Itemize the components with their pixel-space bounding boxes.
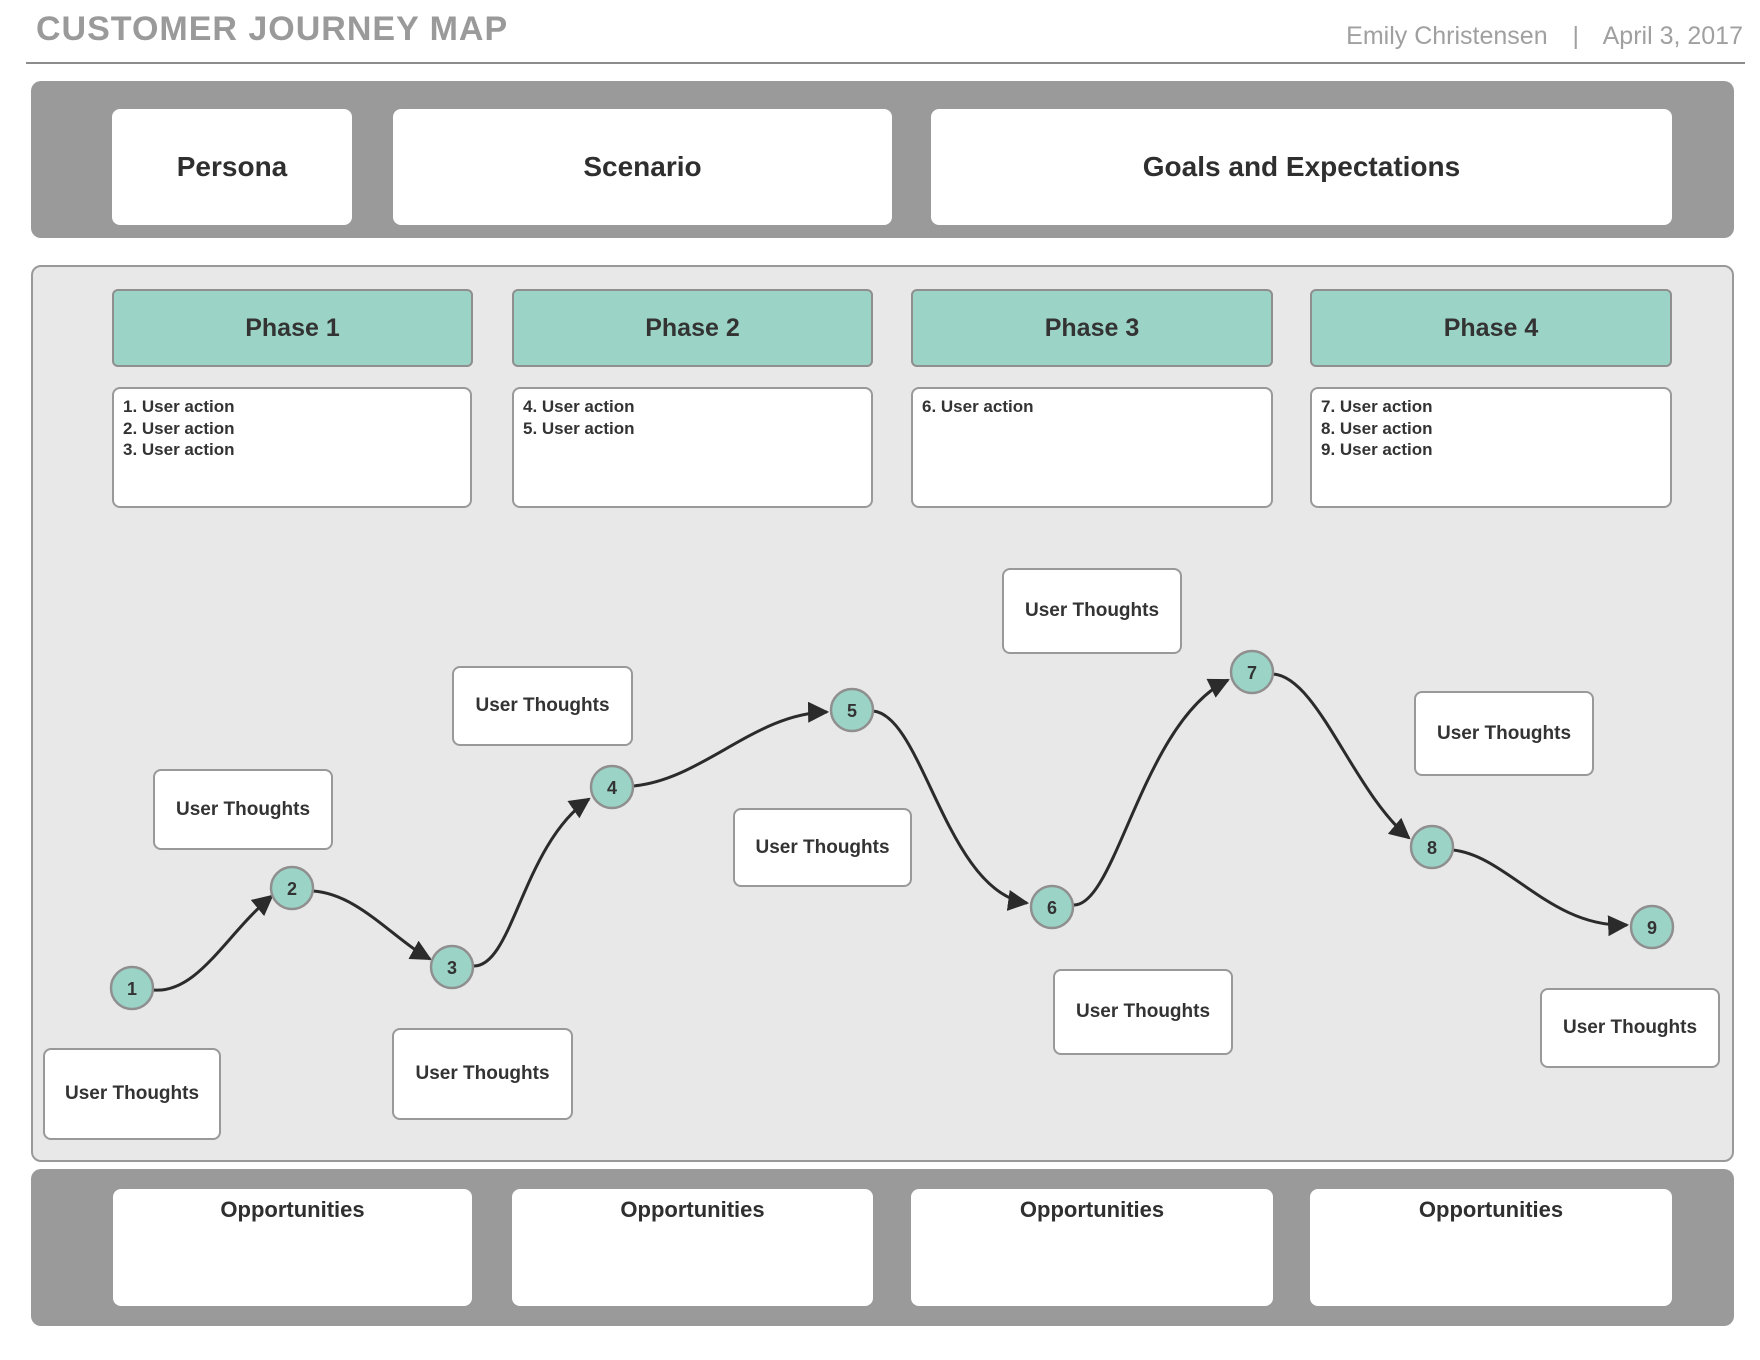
node-number: 9 (1647, 918, 1657, 938)
node-circle (1029, 884, 1075, 930)
opportunities-box-4: Opportunities (1310, 1189, 1672, 1306)
byline-separator: | (1572, 22, 1580, 50)
node-number: 5 (847, 701, 857, 721)
node-number: 1 (127, 979, 137, 999)
user-thoughts-label: User Thoughts (1436, 722, 1572, 744)
user-thoughts-label: User Thoughts (175, 798, 311, 820)
node-number: 8 (1427, 838, 1437, 858)
user-thoughts-box-2: User Thoughts (153, 769, 333, 850)
action-line: 3. User action (123, 440, 235, 459)
curve-segment-1-2 (152, 894, 274, 992)
action-line: 8. User action (1321, 418, 1433, 438)
phase-1-label: Phase 1 (245, 313, 340, 342)
curve-segment-8-9 (1452, 848, 1630, 937)
action-line: 1. User action (123, 397, 235, 416)
phase-2-label: Phase 2 (645, 313, 740, 342)
action-line: 5. User action (523, 418, 635, 438)
phase-1-header: Phase 1 (112, 289, 473, 367)
opportunities-box-3: Opportunities (911, 1189, 1273, 1306)
user-thoughts-label: User Thoughts (755, 836, 890, 858)
journey-node-8: 8 (1409, 824, 1455, 870)
action-line: 4. User action (523, 397, 635, 416)
opportunities-label: Opportunities (1019, 1197, 1165, 1222)
action-line: 7. User action (1321, 397, 1433, 416)
node-circle (269, 865, 315, 911)
persona-box: Persona (112, 109, 352, 225)
curve-segment-7-8 (1272, 672, 1411, 840)
curve-segment-4-5 (632, 701, 830, 788)
user-thoughts-box-9: User Thoughts (1540, 988, 1720, 1068)
phase-1-actions-box: 1. User action 2. User action 3. User ac… (112, 387, 472, 508)
journey-node-5: 5 (829, 687, 875, 733)
phase-3-header: Phase 3 (911, 289, 1273, 367)
user-thoughts-box-4: User Thoughts (392, 1028, 573, 1120)
curve-segment-2-3 (312, 889, 432, 961)
phase-3-label: Phase 3 (1044, 313, 1140, 342)
node-number: 2 (287, 879, 297, 899)
node-circle (1229, 649, 1275, 695)
node-circle (429, 944, 475, 990)
header-divider (26, 62, 1745, 64)
byline: Emily Christensen | April 3, 2017 (1346, 22, 1743, 51)
journey-node-6: 6 (1029, 884, 1075, 930)
node-circle (1629, 904, 1675, 950)
user-thoughts-label: User Thoughts (1024, 600, 1160, 621)
author-name: Emily Christensen (1346, 22, 1548, 50)
goals-expectations-box: Goals and Expectations (931, 109, 1672, 225)
opportunities-box-1: Opportunities (113, 1189, 472, 1306)
action-line: 6. User action (922, 397, 1034, 416)
opportunities-label: Opportunities (620, 1197, 765, 1222)
user-thoughts-box-6: User Thoughts (1002, 568, 1182, 654)
scenario-box: Scenario (393, 109, 892, 225)
user-thoughts-box-8: User Thoughts (1414, 691, 1594, 776)
user-thoughts-box-1: User Thoughts (43, 1048, 221, 1140)
node-circle (1409, 824, 1455, 870)
user-thoughts-box-5: User Thoughts (733, 808, 912, 887)
journey-node-2: 2 (269, 865, 315, 911)
user-thoughts-box-3: User Thoughts (452, 666, 633, 746)
user-thoughts-label: User Thoughts (64, 1083, 200, 1104)
user-thoughts-box-7: User Thoughts (1053, 969, 1233, 1055)
journey-node-7: 7 (1229, 649, 1275, 695)
opportunities-label: Opportunities (1418, 1197, 1564, 1222)
opportunities-label: Opportunities (220, 1197, 365, 1222)
node-number: 4 (607, 778, 617, 798)
user-thoughts-label: User Thoughts (415, 1063, 550, 1084)
user-thoughts-label: User Thoughts (475, 695, 610, 716)
persona-label: Persona (176, 151, 288, 182)
opportunities-box-2: Opportunities (512, 1189, 873, 1306)
user-thoughts-label: User Thoughts (1562, 1017, 1698, 1038)
journey-node-3: 3 (429, 944, 475, 990)
journey-node-9: 9 (1629, 904, 1675, 950)
node-circle (589, 764, 635, 810)
curve-segment-5-6 (872, 709, 1030, 911)
user-thoughts-label: User Thoughts (1075, 1001, 1211, 1022)
phase-3-actions-box: 6. User action (911, 387, 1273, 508)
node-circle (829, 687, 875, 733)
curve-segment-3-4 (472, 797, 591, 968)
goals-expectations-label: Goals and Expectations (1142, 151, 1461, 182)
journey-node-4: 4 (589, 764, 635, 810)
scenario-label: Scenario (583, 151, 702, 182)
node-number: 3 (447, 958, 457, 978)
phase-4-label: Phase 4 (1443, 313, 1539, 342)
node-number: 6 (1047, 898, 1057, 918)
date-text: April 3, 2017 (1602, 22, 1743, 50)
action-line: 9. User action (1321, 440, 1433, 459)
node-circle (109, 965, 155, 1011)
phase-4-actions-box: 7. User action 8. User action 9. User ac… (1310, 387, 1672, 508)
curve-segment-6-7 (1072, 678, 1230, 907)
action-line: 2. User action (123, 418, 235, 438)
phase-2-header: Phase 2 (512, 289, 873, 367)
phase-2-actions-box: 4. User action 5. User action (512, 387, 873, 508)
journey-node-1: 1 (109, 965, 155, 1011)
page-title: CUSTOMER JOURNEY MAP (36, 10, 509, 48)
node-number: 7 (1247, 663, 1257, 683)
phase-4-header: Phase 4 (1310, 289, 1672, 367)
